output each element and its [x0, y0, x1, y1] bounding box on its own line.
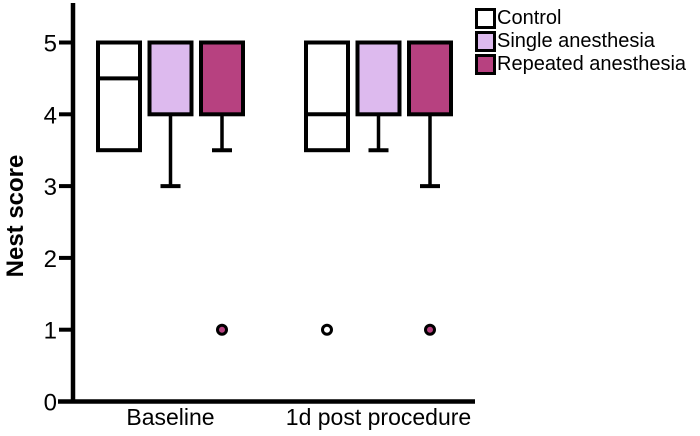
legend-swatch-repeated-anesthesia — [475, 54, 496, 75]
y-tick-label: 5 — [44, 31, 57, 58]
box-repeated-anesthesia-baseline — [199, 40, 245, 117]
legend-item-single-anesthesia: Single anesthesia — [475, 31, 686, 52]
box-repeated-anesthesia-1d-post-procedure — [407, 40, 453, 117]
x-category-label-1d-post-procedure: 1d post procedure — [286, 404, 471, 430]
box-control-1d-post-procedure — [304, 40, 350, 153]
outlier-repeated-anesthesia-1d-post-procedure — [424, 323, 436, 336]
y-tick-label: 1 — [44, 318, 57, 345]
legend-swatch-control — [475, 8, 496, 29]
box-single-anesthesia-baseline — [147, 40, 194, 117]
legend-label-single-anesthesia: Single anesthesia — [497, 30, 655, 52]
box-single-anesthesia-1d-post-procedure — [355, 40, 402, 117]
legend-swatch-single-anesthesia — [475, 31, 496, 52]
legend-item-repeated-anesthesia: Repeated anesthesia — [475, 54, 686, 75]
y-tick-label: 3 — [44, 174, 57, 201]
legend-label-repeated-anesthesia: Repeated anesthesia — [497, 53, 687, 75]
outlier-repeated-anesthesia-baseline — [216, 323, 228, 336]
y-tick-label: 0 — [44, 390, 57, 417]
x-category-label-baseline: Baseline — [126, 404, 214, 430]
box-control-baseline — [96, 40, 142, 153]
legend-label-control: Control — [497, 7, 562, 29]
outlier-control-1d-post-procedure — [321, 323, 333, 336]
y-axis-title: Nest score — [2, 155, 29, 278]
legend-item-control: Control — [475, 8, 686, 29]
y-tick-label: 2 — [44, 246, 57, 273]
y-tick-label: 4 — [44, 102, 57, 129]
